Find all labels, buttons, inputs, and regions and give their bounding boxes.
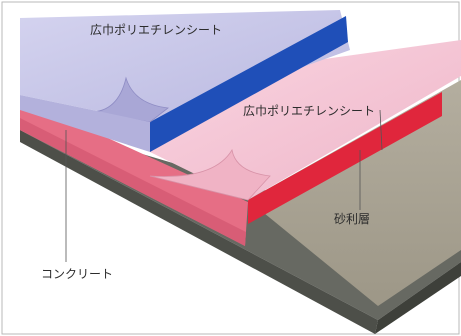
leader-line-middle bbox=[379, 109, 383, 151]
middle-sheet-fold bbox=[149, 148, 271, 201]
gravel-layer-label: 砂利層 bbox=[334, 212, 371, 226]
top-sheet-label: 広巾ポリエチレンシート bbox=[90, 23, 223, 37]
top-sheet-fold bbox=[89, 76, 170, 123]
middle-sheet-edge bbox=[248, 92, 442, 224]
top-sheet-drape bbox=[20, 95, 150, 152]
gravel-layer-face bbox=[248, 80, 461, 306]
top-sheet-edge bbox=[150, 16, 348, 152]
base-slab-front bbox=[20, 130, 378, 334]
base-slab-side bbox=[375, 262, 461, 334]
concrete-band-shade bbox=[20, 118, 246, 246]
top-sheet-face bbox=[20, 10, 350, 122]
middle-sheet-label: 広巾ポリエチレンシート bbox=[243, 104, 376, 118]
concrete-label: コンクリート bbox=[41, 267, 114, 281]
